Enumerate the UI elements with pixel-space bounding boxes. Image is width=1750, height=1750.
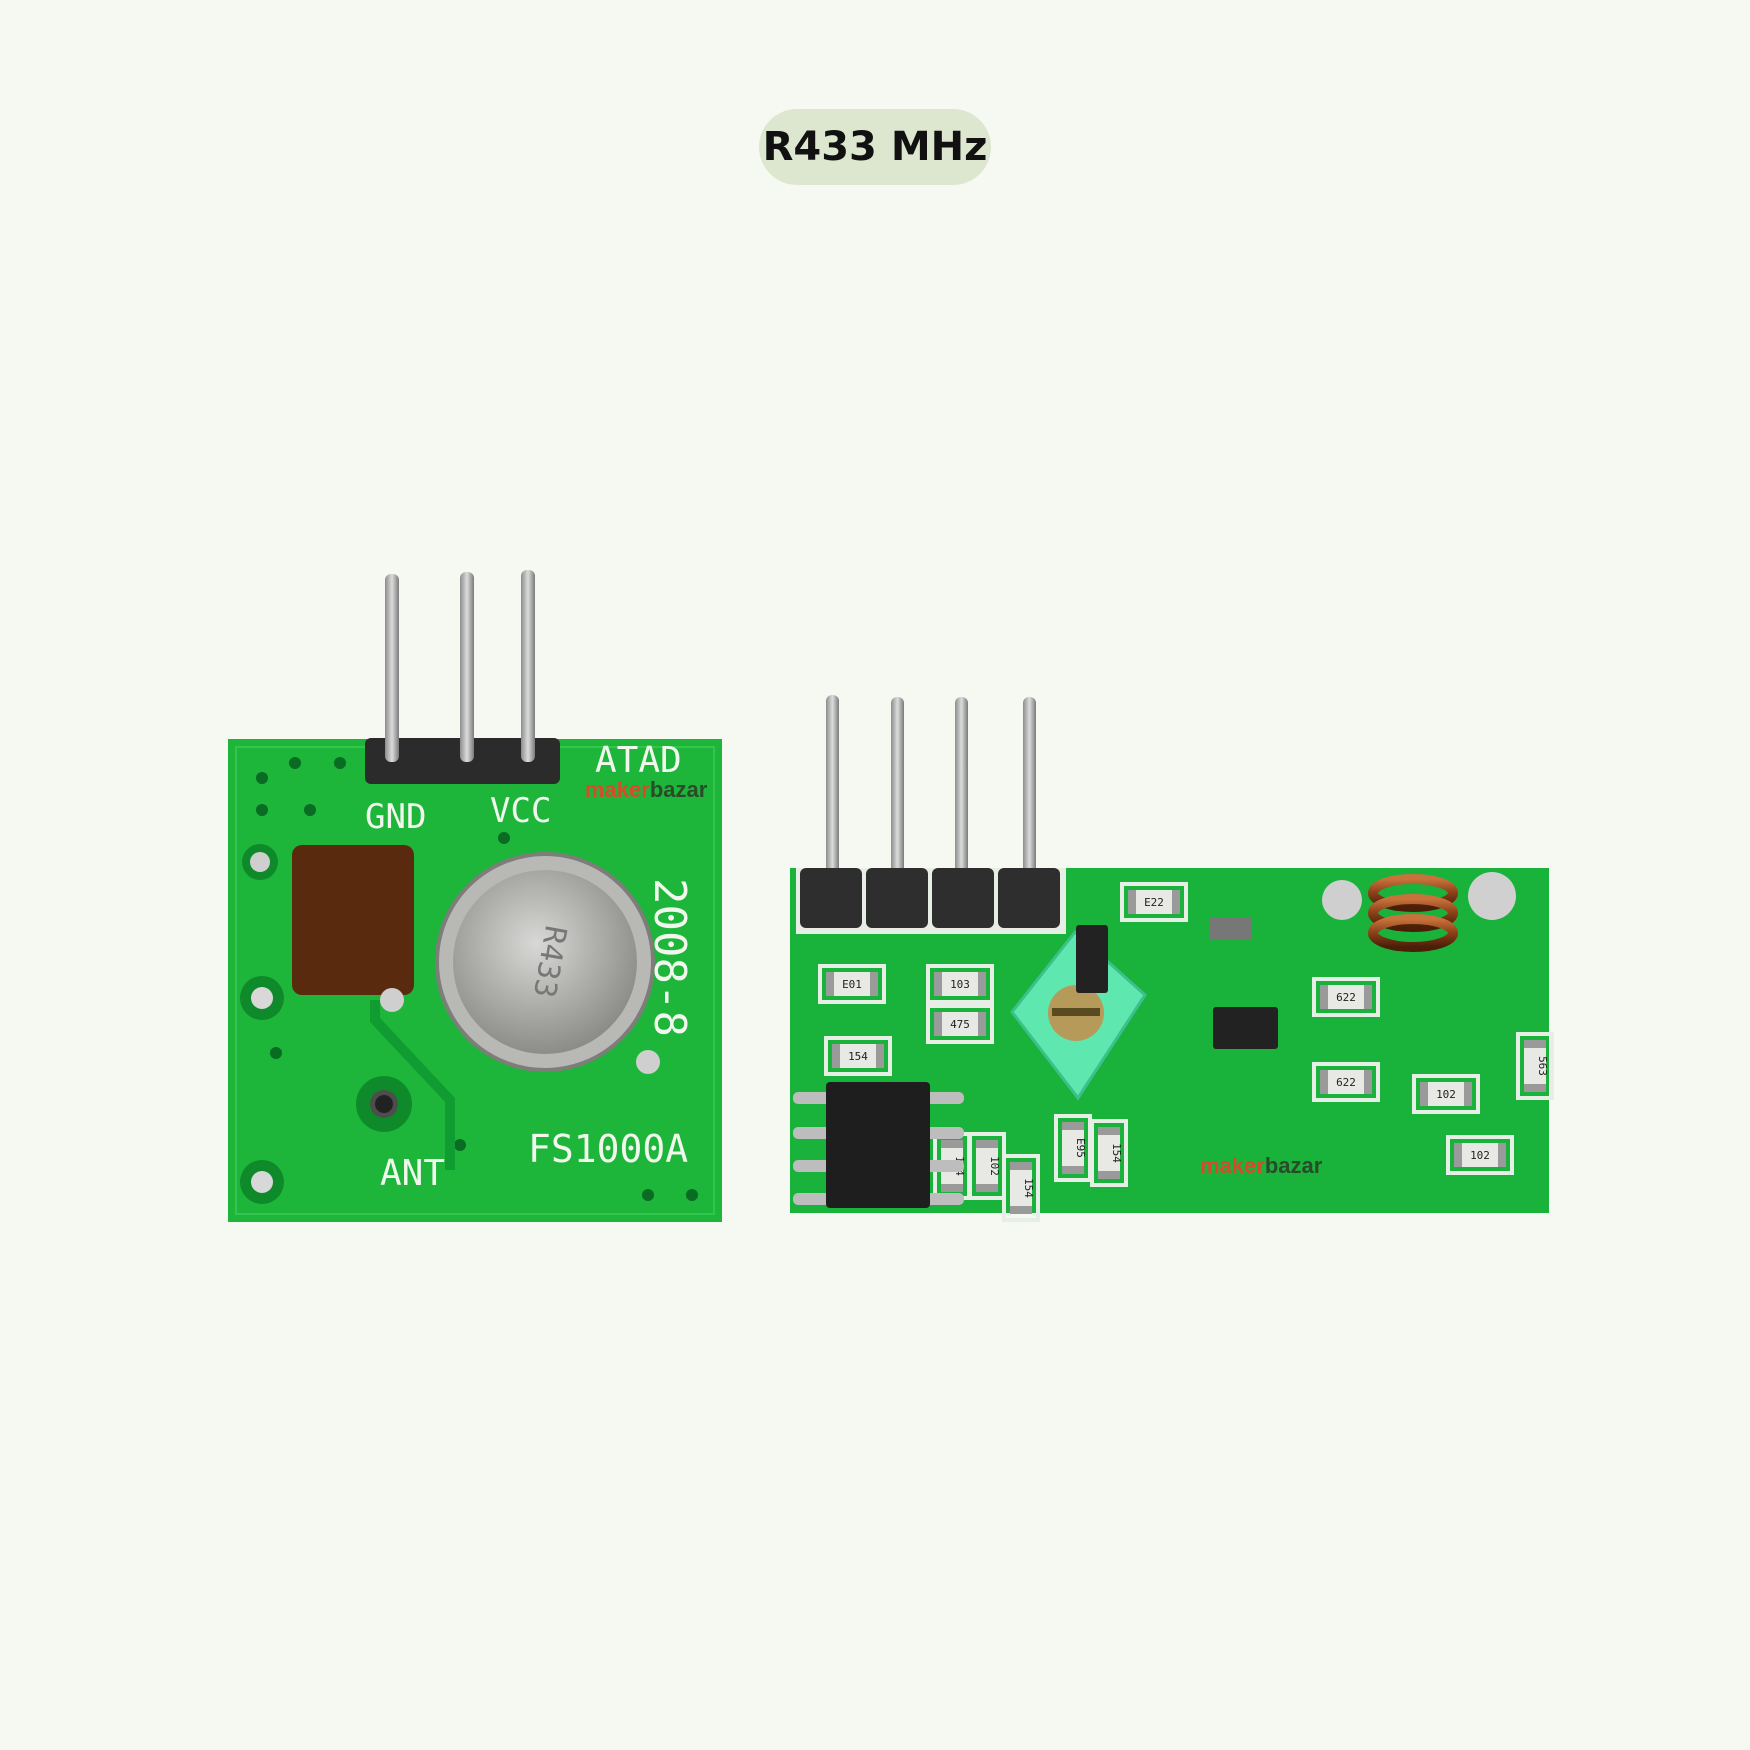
receiver-pins [826, 695, 1036, 877]
component-code: 475 [950, 1018, 970, 1031]
silk-outline [1412, 1074, 1480, 1114]
saw-resonator-can: R433 [435, 852, 660, 1074]
silk-outline [926, 1004, 994, 1044]
silk-vcc: VCC [490, 791, 551, 831]
component-code: 102 [1436, 1088, 1456, 1101]
component-code: 154 [848, 1050, 868, 1063]
watermark: makerbazar [1200, 1153, 1323, 1178]
silk-outline [1312, 977, 1380, 1017]
component-code: 622 [1336, 1076, 1356, 1089]
silk-date: 2008-8 [644, 878, 695, 1037]
silk-outline [1002, 1154, 1040, 1222]
receiver-coil [1322, 872, 1516, 952]
component-code: 563 [1536, 1056, 1549, 1076]
small-component [1210, 918, 1252, 940]
silk-outline [1312, 1062, 1380, 1102]
silk-atad: ATAD [595, 740, 682, 781]
silk-outline [1446, 1135, 1514, 1175]
component-code: 102 [1470, 1149, 1490, 1162]
transistor [1076, 925, 1108, 993]
silk-outline [824, 1036, 892, 1076]
silk-model: FS1000A [528, 1127, 688, 1171]
coil-inductor [289, 845, 416, 995]
pin-header [365, 738, 560, 784]
component-code: E95 [1074, 1138, 1087, 1158]
component-code: E01 [842, 978, 862, 991]
silk-outline [1090, 1119, 1128, 1187]
silk-outline [1516, 1032, 1554, 1100]
silk-outline [1120, 882, 1188, 922]
component-code: 102 [988, 1156, 1001, 1176]
component-code: 622 [1336, 991, 1356, 1004]
component-code: 103 [950, 978, 970, 991]
silk-ant: ANT [380, 1153, 445, 1194]
ic-chip [793, 1082, 964, 1208]
component-code: 154 [1110, 1143, 1123, 1163]
silk-outline [818, 964, 886, 1004]
component-code: E22 [1144, 896, 1164, 909]
silk-outline [926, 964, 994, 1004]
watermark: makerbazar [585, 777, 708, 802]
component-code: 154 [1022, 1178, 1035, 1198]
transmitter-module: R433 ATAD GND VCC 2008-8 FS1000A ANT mak… [228, 570, 722, 1222]
trimmer-capacitor [1010, 929, 1147, 1101]
frequency-badge: R433 MHz [759, 109, 991, 185]
silk-gnd: GND [365, 797, 426, 837]
transistor [1213, 1007, 1278, 1049]
vias [256, 757, 698, 1201]
